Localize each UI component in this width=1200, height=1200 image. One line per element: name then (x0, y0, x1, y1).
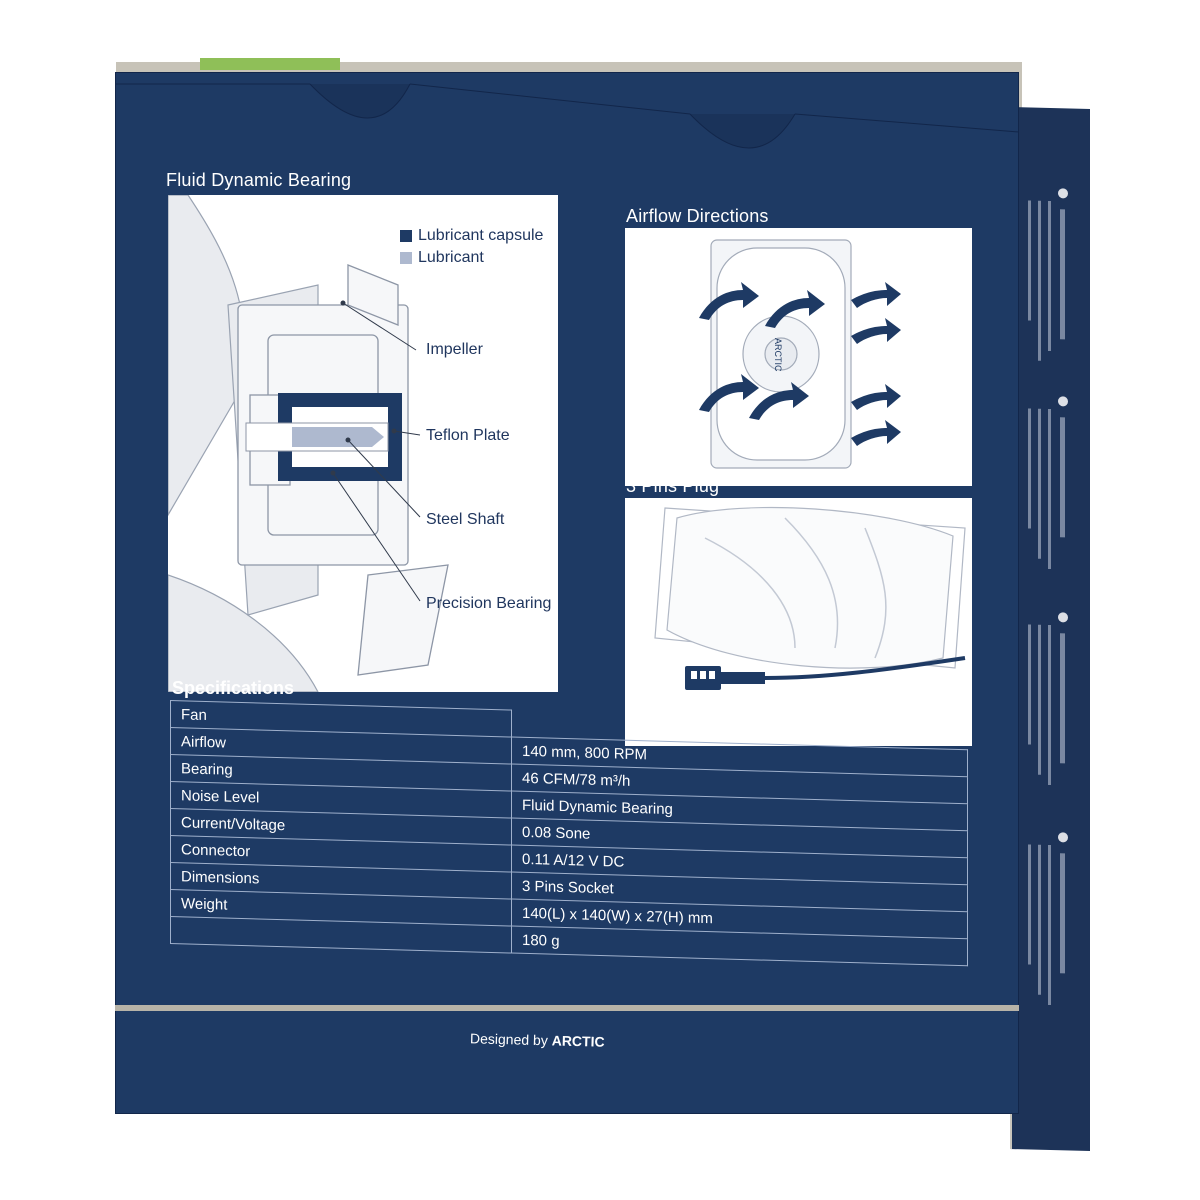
box-bottom-edge (115, 1005, 1019, 1011)
flap-cutouts (115, 83, 1019, 149)
side-text-lines (1028, 188, 1068, 1006)
legend-swatch (400, 230, 412, 242)
box-side-panel (1010, 107, 1090, 1151)
airflow-section-title: Airflow Directions (626, 206, 769, 226)
callout-teflon-plate: Teflon Plate (426, 427, 510, 444)
plug-diagram (654, 506, 966, 690)
legend-swatch (400, 252, 412, 264)
green-sticker (200, 58, 340, 70)
callout-steel-shaft: Steel Shaft (426, 511, 505, 528)
specifications-table: Fan Airflow 140 mm, 800 RPM Bearing 46 C… (170, 700, 968, 966)
bearing-diagram-panel: Lubricant capsule Lubricant Impeller Tef… (168, 195, 558, 692)
legend-lubricant: Lubricant (400, 249, 484, 267)
fan-hub-logo: ARCTIC (773, 338, 783, 372)
legend-label: Lubricant capsule (418, 227, 544, 244)
bearing-section-title: Fluid Dynamic Bearing (166, 170, 352, 190)
specifications-title: Specifications (172, 678, 295, 698)
airflow-diagram: ARCTIC (699, 239, 901, 469)
callout-precision-bearing: Precision Bearing (426, 595, 552, 612)
legend-lubricant-capsule: Lubricant capsule (400, 227, 543, 245)
bearing-diagram (168, 195, 449, 692)
plug-panel (625, 498, 972, 746)
airflow-panel: ARCTIC (625, 228, 972, 486)
footer-prefix: Designed by (469, 1030, 549, 1049)
footer-brand: ARCTIC (551, 1032, 605, 1050)
legend-label: Lubricant (418, 249, 484, 266)
callout-impeller: Impeller (426, 341, 483, 358)
